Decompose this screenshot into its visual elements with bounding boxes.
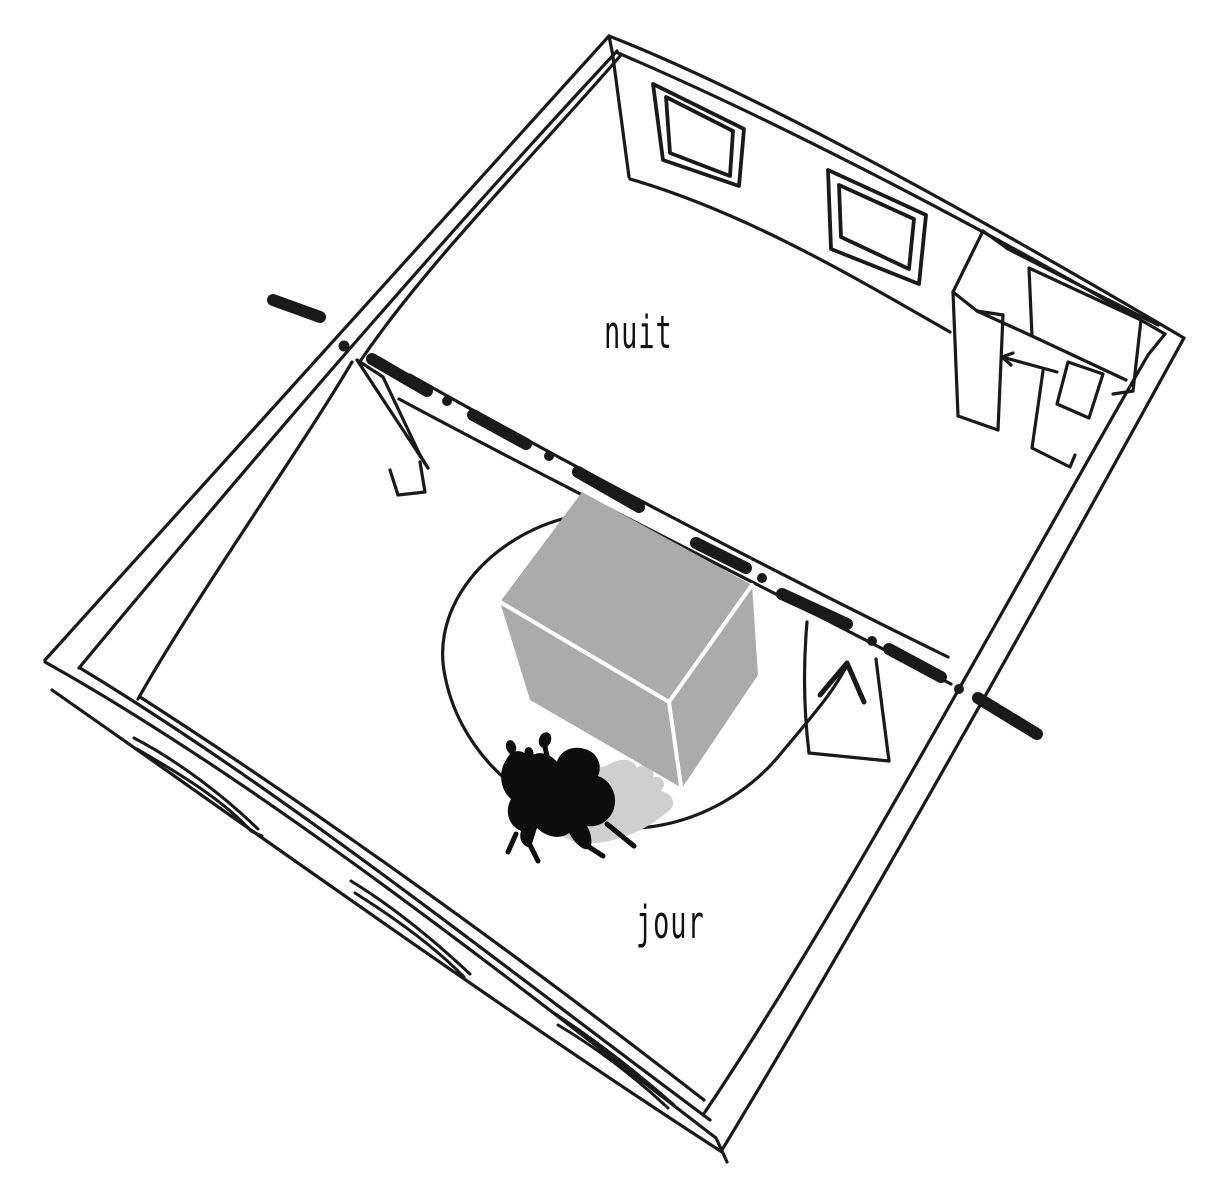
arrowhead [817,660,867,705]
door-swing-arrow [1000,355,1059,374]
facade-slit-window-3 [552,1011,676,1110]
figure-limbs [505,744,637,864]
facade-slit-window-1 [132,736,264,838]
axis-dot [442,396,452,406]
figure-bodies [501,747,616,850]
corner-room-small-window [1055,360,1105,420]
axis-dash [690,537,752,574]
facade-slit-windows [132,736,676,1110]
axis-dot [757,573,767,583]
volume-silhouette [500,492,758,788]
figure-head-3 [538,732,552,748]
axis-dash [467,409,532,450]
axis-dot [867,636,877,646]
axis-dots [338,340,964,694]
partition-end-post [355,358,430,497]
label-nuit: nuit [604,307,673,359]
axis-dash [776,588,853,630]
axis-dot [338,340,350,352]
axis-dashes [267,294,1043,740]
axis-dash [972,692,1043,740]
figure-head-1 [505,740,517,754]
axis-dot [544,451,554,461]
furniture-volume [498,492,758,788]
ne-wall [607,34,1186,357]
axis-dash [572,466,645,513]
nw-wall [43,34,623,701]
people-silhouette [501,732,637,864]
axis-dash [366,353,433,397]
ne-window-2 [826,168,928,286]
partition-axis [267,294,1043,740]
label-jour: jour [636,897,705,949]
se-wall [701,336,1186,1152]
axis-dash [883,643,947,683]
volume-edges [498,583,754,788]
ne-window-1 [651,82,746,188]
corner-room [951,229,1160,469]
axis-dash [267,294,326,323]
axis-dot [954,684,964,694]
doorway-projection [802,620,891,763]
wall-linework [43,34,1186,1164]
facade-slit-window-2 [349,879,472,979]
